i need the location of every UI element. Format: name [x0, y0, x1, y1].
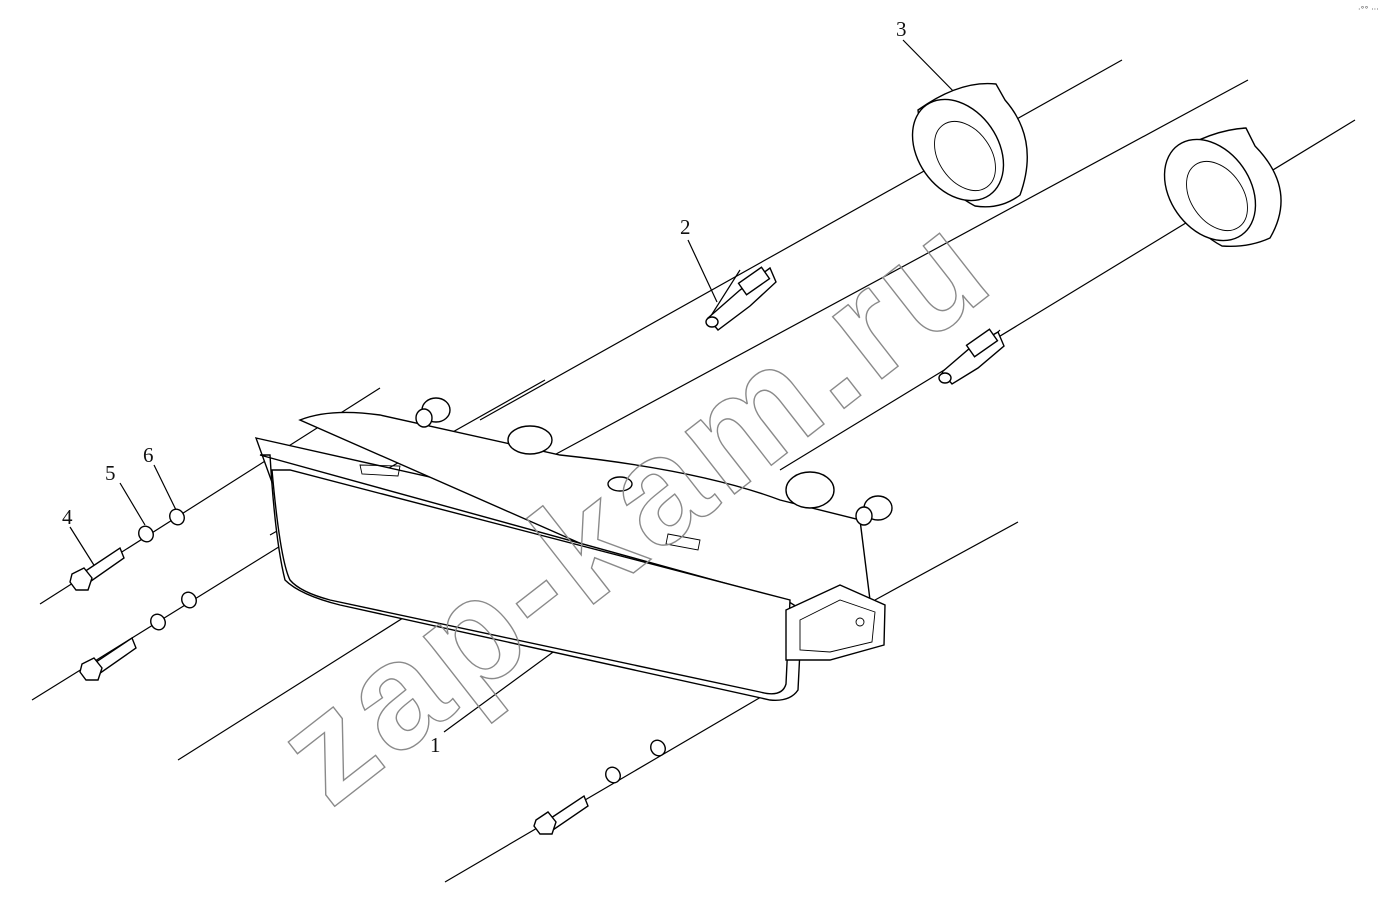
bolt-4-lower	[533, 794, 589, 835]
washers-6	[169, 508, 666, 757]
bolt-4-upper	[69, 546, 125, 591]
retaining-ring-3-lower	[1163, 127, 1282, 248]
washers-5	[138, 525, 621, 784]
callout-4: 4	[62, 505, 73, 529]
callout-2: 2	[680, 215, 691, 239]
headlamp-housing	[254, 397, 893, 701]
callout-6: 6	[143, 443, 154, 467]
bulb-2-lower	[938, 328, 1005, 385]
callout-5: 5	[105, 461, 116, 485]
bolt-4-middle	[79, 636, 137, 681]
bulb-2-upper	[705, 266, 777, 331]
retaining-ring-3-upper	[911, 82, 1028, 208]
callout-3: 3	[896, 17, 907, 41]
corner-mark: ·°° ···	[1358, 5, 1379, 14]
callout-1: 1	[430, 733, 441, 757]
